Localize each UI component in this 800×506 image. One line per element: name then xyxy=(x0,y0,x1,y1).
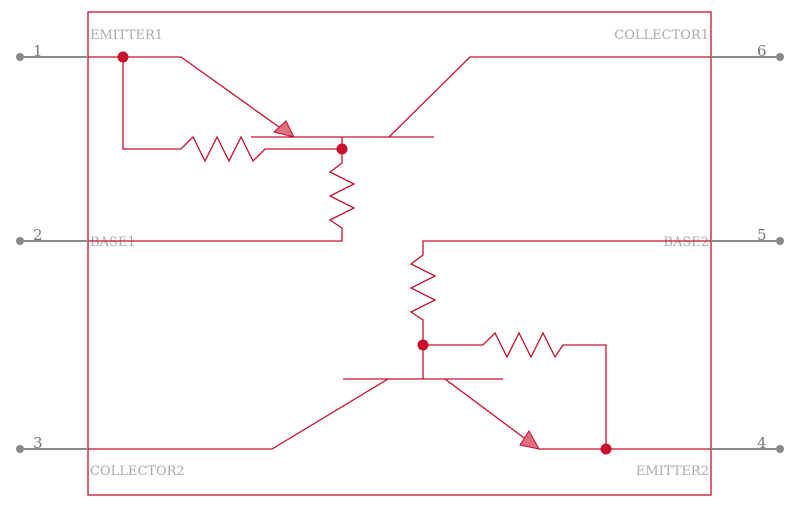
resistor-r1 xyxy=(122,57,342,163)
resistor-r2 xyxy=(88,149,356,242)
junction-emitter2 xyxy=(600,443,612,455)
junction-emitter1 xyxy=(117,51,129,63)
pin-2-name: BASE1 xyxy=(90,235,136,250)
transistor-2-collector-lead xyxy=(88,378,389,450)
pin-6-name: COLLECTOR1 xyxy=(614,28,709,43)
pin-2-endpoint[interactable] xyxy=(16,237,24,245)
pin-3[interactable]: 3 xyxy=(16,434,88,453)
pin-3-endpoint[interactable] xyxy=(16,445,24,453)
pin-4-endpoint[interactable] xyxy=(776,445,784,453)
pin-1-name: EMITTER1 xyxy=(90,28,163,43)
pin-2-number: 2 xyxy=(33,226,43,244)
pin-4[interactable]: 4 xyxy=(711,434,784,453)
pin-4-name: EMITTER2 xyxy=(636,464,709,479)
pin-1-number: 1 xyxy=(33,42,43,60)
transistor-1-emitter-lead xyxy=(88,56,294,138)
resistor-r3 xyxy=(409,240,711,345)
transistor-2 xyxy=(88,240,711,455)
transistor-1 xyxy=(88,51,711,242)
junction-base1 xyxy=(336,143,348,155)
pin-6[interactable]: 6 xyxy=(711,42,784,61)
pin-5[interactable]: 5 xyxy=(711,226,784,245)
transistor-2-emitter-arrow xyxy=(519,430,540,450)
component-body xyxy=(87,11,712,496)
pin-1-endpoint[interactable] xyxy=(16,53,24,61)
transistor-1-emitter-arrow xyxy=(272,120,295,138)
pin-5-name: BASE2 xyxy=(663,235,709,250)
junction-base2 xyxy=(417,339,429,351)
pin-3-name: COLLECTOR2 xyxy=(90,464,185,479)
transistor-1-collector-lead xyxy=(388,56,711,138)
pin-1[interactable]: 1 xyxy=(16,42,88,61)
pin-3-number: 3 xyxy=(33,434,43,452)
pin-6-number: 6 xyxy=(757,42,767,60)
pin-6-endpoint[interactable] xyxy=(776,53,784,61)
pin-5-number: 5 xyxy=(757,226,767,244)
transistor-2-emitter-lead xyxy=(444,378,711,450)
resistor-r4 xyxy=(423,331,607,449)
pin-2[interactable]: 2 xyxy=(16,226,88,245)
pin-4-number: 4 xyxy=(757,434,767,452)
pin-5-endpoint[interactable] xyxy=(776,237,784,245)
